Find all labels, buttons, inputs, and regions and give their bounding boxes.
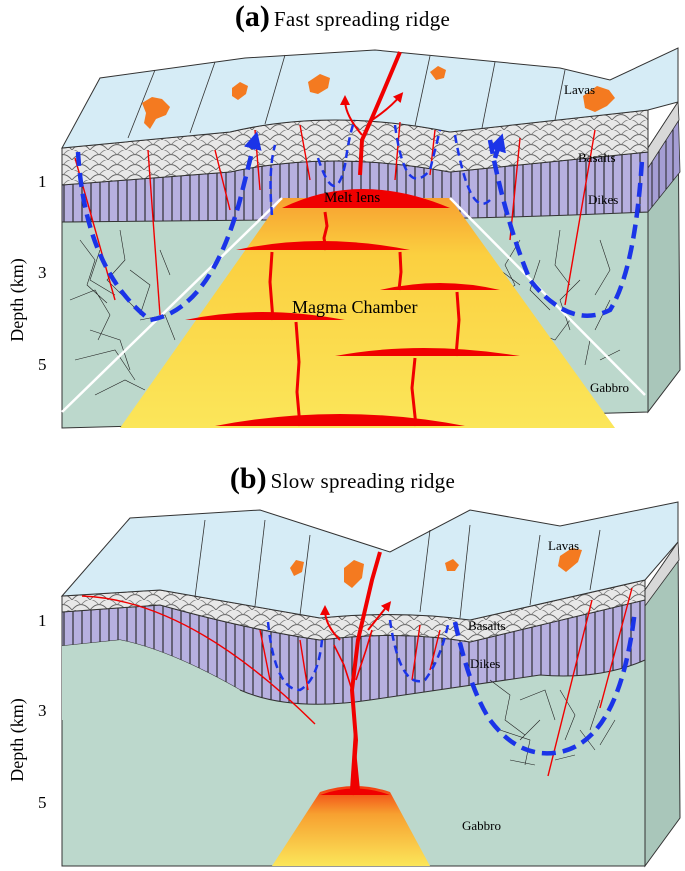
panel-b-lava-flows bbox=[290, 548, 582, 588]
panel-b-lavas-label: Lavas bbox=[548, 538, 579, 553]
panel-a-circulation bbox=[75, 119, 645, 323]
panel-a-dikes-label: Dikes bbox=[588, 192, 618, 207]
panel-a-upflow-left bbox=[340, 95, 363, 136]
panel-a-tick-5: 5 bbox=[38, 355, 47, 374]
panel-b-block: Lavas Basalts Dikes Gabbro Depth (km) 1 … bbox=[7, 501, 681, 868]
panel-a-upflow-right bbox=[371, 92, 404, 121]
panel-b-tick-3: 3 bbox=[38, 701, 47, 720]
panel-a-depth-axis-label: Depth (km) bbox=[7, 258, 28, 341]
panel-b-name: Slow spreading ridge bbox=[270, 469, 456, 493]
panel-a-feeders bbox=[268, 211, 461, 427]
panel-b-melt-cap bbox=[320, 788, 390, 795]
panel-b-tick-1: 1 bbox=[38, 611, 47, 630]
panel-b-conduit-base bbox=[350, 730, 360, 790]
panel-b-dikes-label: Dikes bbox=[470, 656, 500, 671]
panel-b-basalts-label: Basalts bbox=[468, 618, 506, 633]
panel-a-title: (a) Fast spreading ridge bbox=[0, 0, 685, 34]
panel-b-depth-axis-label: Depth (km) bbox=[7, 698, 28, 781]
panel-a-axial-conduit bbox=[358, 51, 402, 176]
panel-b-surface-fissures bbox=[194, 519, 601, 619]
panel-b-tick-5: 5 bbox=[38, 793, 47, 812]
panel-a-tick-1: 1 bbox=[38, 172, 47, 191]
panel-b-branches bbox=[333, 629, 373, 691]
panel-a-melt-lens bbox=[282, 189, 450, 208]
panel-a-lavas-surface bbox=[61, 47, 679, 149]
panel-a-lavas-label: Lavas bbox=[564, 82, 595, 97]
panel-b-upflow-right bbox=[367, 601, 392, 631]
panel-a-magma-chamber bbox=[120, 198, 615, 428]
panel-b-circulation bbox=[266, 609, 638, 756]
panel-b-gabbro-flank bbox=[62, 640, 240, 720]
panel-b-upflow-left bbox=[320, 605, 341, 641]
panel-a-tick-3: 3 bbox=[38, 263, 47, 282]
panel-b-red-faults bbox=[81, 587, 633, 777]
panel-a-magma-chamber-label: Magma Chamber bbox=[292, 297, 417, 317]
panel-a-sills bbox=[185, 241, 520, 426]
panel-a-gabbro-label: Gabbro bbox=[590, 380, 629, 395]
panel-b-letter: (b) bbox=[229, 462, 267, 495]
panel-a-melt-lens-label: Melt lens bbox=[324, 190, 380, 206]
panel-b-lavas-surface bbox=[60, 501, 679, 621]
panel-b-gabbro-label: Gabbro bbox=[462, 818, 501, 833]
panel-a-block: Melt lens Magma Chamber Lavas Basalts Di… bbox=[7, 47, 681, 429]
panel-a-surface-fissures bbox=[127, 54, 566, 139]
panel-b-title: (b) Slow spreading ridge bbox=[0, 462, 685, 496]
panel-a-lava-flows bbox=[142, 66, 615, 129]
panel-a-basalts-label: Basalts bbox=[578, 150, 616, 165]
panel-a-letter: (a) bbox=[234, 0, 270, 33]
panel-b-magma-chamber bbox=[272, 786, 430, 866]
panel-a-name: Fast spreading ridge bbox=[273, 7, 451, 31]
panel-a-fault-left bbox=[61, 197, 283, 413]
